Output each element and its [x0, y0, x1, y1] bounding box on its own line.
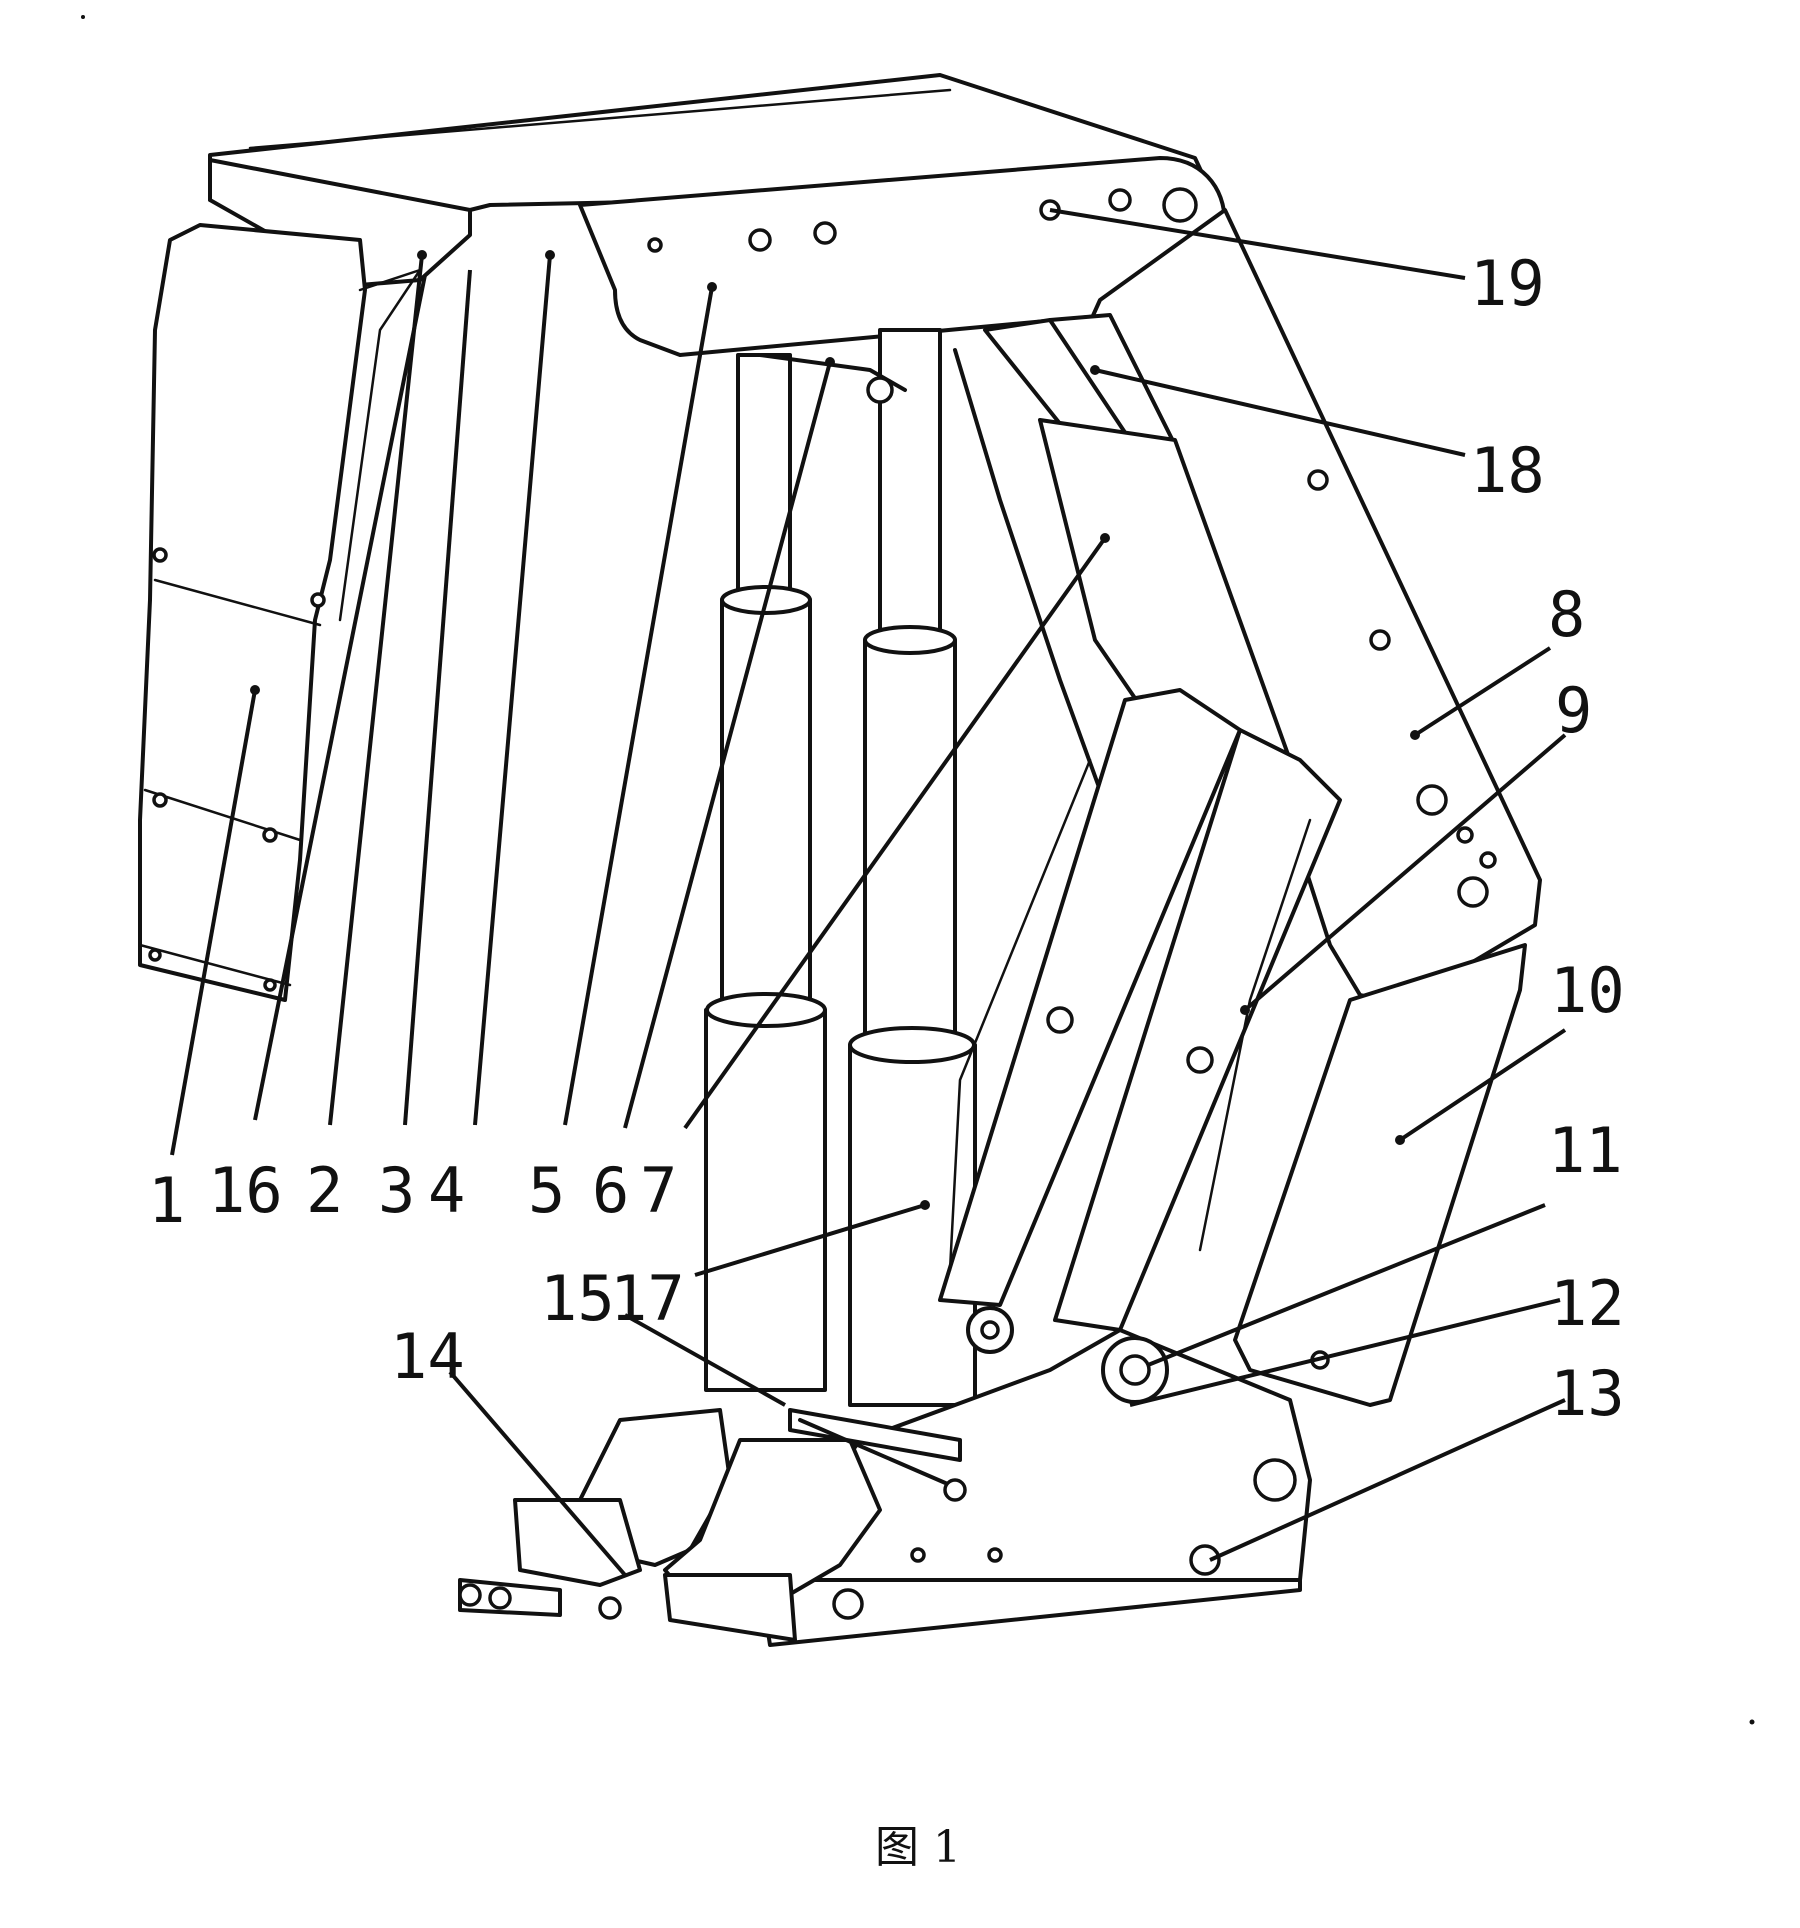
leader-lines	[170, 208, 1567, 1577]
tail-plate	[1233, 943, 1527, 1407]
front-shield	[138, 223, 422, 1002]
callout-2: 2	[306, 1154, 343, 1227]
callout-4: 4	[428, 1154, 465, 1227]
callout-12: 12	[1550, 1267, 1625, 1340]
callout-labels: 1 16 2 3 4 5 6 7 15 17 14 8 9 10 11 12 1…	[148, 247, 1625, 1430]
callout-5: 5	[528, 1154, 565, 1227]
callout-15: 15	[540, 1262, 615, 1335]
canopy-assembly	[208, 73, 1234, 357]
callout-10: 10	[1550, 954, 1625, 1027]
figure-caption: 图 1	[875, 1822, 961, 1873]
callout-3: 3	[378, 1154, 415, 1227]
callout-17: 17	[610, 1262, 685, 1335]
callout-8: 8	[1548, 578, 1585, 651]
callout-6: 6	[592, 1154, 629, 1227]
callout-14: 14	[390, 1320, 465, 1393]
hydraulic-columns	[704, 328, 977, 1407]
callout-7: 7	[640, 1154, 677, 1227]
callout-18: 18	[1470, 434, 1545, 507]
callout-9: 9	[1555, 674, 1592, 747]
callout-1: 1	[148, 1164, 185, 1237]
four-bar-linkage	[938, 688, 1342, 1332]
base-assembly	[458, 1306, 1312, 1647]
callout-11: 11	[1548, 1114, 1623, 1187]
callout-13: 13	[1550, 1357, 1625, 1430]
callout-16: 16	[208, 1154, 283, 1227]
callout-19: 19	[1470, 247, 1545, 320]
